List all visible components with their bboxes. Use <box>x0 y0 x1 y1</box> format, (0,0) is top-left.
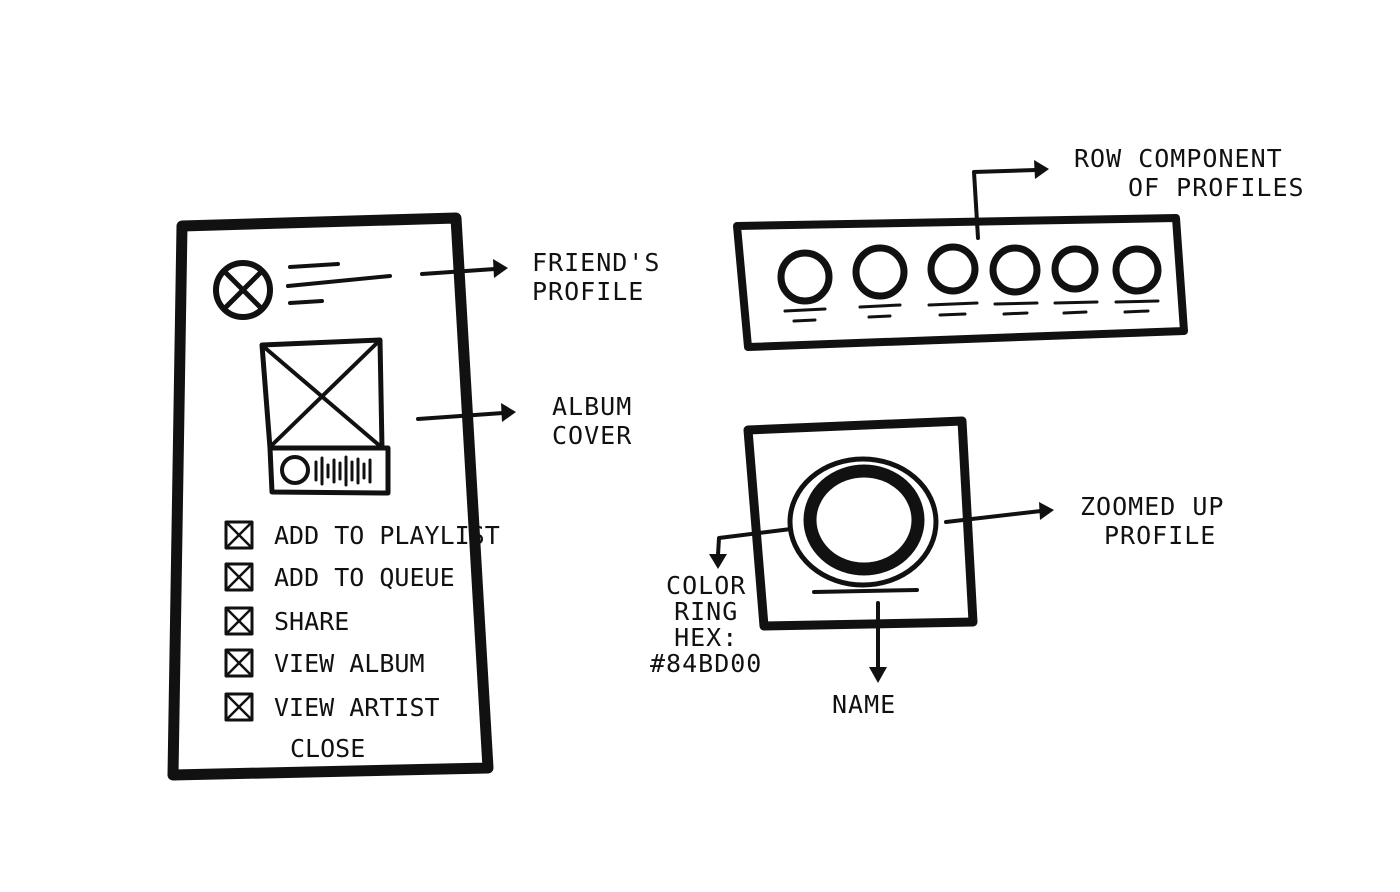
annotation-line: RING <box>674 597 739 626</box>
crossed-box-icon <box>224 692 254 722</box>
annotation-line: ALBUM <box>552 392 633 421</box>
zoomed-profile-frame <box>743 416 978 631</box>
annotation-line: NAME <box>832 690 897 719</box>
color-ring <box>787 456 939 588</box>
arrow-right-icon <box>944 502 1054 524</box>
menu-item-label: SHARE <box>274 606 350 636</box>
zoomed-name-line <box>812 588 919 594</box>
menu-item-add-to-queue[interactable]: ADD TO QUEUE <box>224 562 455 592</box>
annotation-line: FRIEND'S <box>532 248 661 277</box>
avatar-placeholder-icon <box>213 260 273 320</box>
annotation-zoomed-profile: ZOOMED UP PROFILE <box>1080 492 1224 550</box>
menu-item-label: ADD TO QUEUE <box>274 562 455 592</box>
arrow-right-icon <box>416 403 516 422</box>
annotation-friends-profile: FRIEND'S PROFILE <box>532 248 660 306</box>
crossed-box-icon <box>224 606 254 636</box>
crossed-box-icon <box>224 648 254 678</box>
crossed-box-icon <box>224 520 254 550</box>
menu-item-label: VIEW ARTIST <box>274 692 440 722</box>
annotation-name: NAME <box>832 690 896 719</box>
annotation-line: PROFILE <box>532 277 645 306</box>
annotation-line: HEX: <box>674 623 739 652</box>
annotation-line: #84BD00 <box>650 649 763 678</box>
menu-item-add-to-playlist[interactable]: ADD TO PLAYLIST <box>224 520 500 550</box>
annotation-album-cover: ALBUM COVER <box>552 392 632 450</box>
image-placeholder-icon <box>259 337 385 451</box>
menu-item-share[interactable]: SHARE <box>224 606 349 636</box>
arrow-down-icon <box>869 601 887 683</box>
menu-item-view-album[interactable]: VIEW ALBUM <box>224 648 425 678</box>
annotation-row-component: ROW COMPONENT OF PROFILES <box>1074 144 1305 202</box>
annotation-line: COLOR <box>666 571 747 600</box>
arrow-right-icon <box>972 160 1049 240</box>
arrow-down-icon <box>709 527 793 569</box>
annotation-line: ROW COMPONENT <box>1074 144 1283 173</box>
crossed-box-icon <box>224 562 254 592</box>
menu-item-label: VIEW ALBUM <box>274 648 425 678</box>
spotify-code-strip <box>267 445 391 496</box>
menu-item-view-artist[interactable]: VIEW ARTIST <box>224 692 440 722</box>
annotation-color-ring: COLOR RING HEX: #84BD00 <box>650 573 762 677</box>
row-component-frame <box>733 214 1188 351</box>
arrow-right-icon <box>420 259 508 278</box>
phone-frame <box>167 212 494 781</box>
row-profile-name-lines <box>783 299 1160 323</box>
annotation-line: OF PROFILES <box>1128 173 1305 202</box>
close-button[interactable]: CLOSE <box>290 734 365 763</box>
annotation-line: COVER <box>552 421 633 450</box>
close-label: CLOSE <box>290 734 366 763</box>
friend-profile-text-lines <box>286 262 392 305</box>
annotation-line: PROFILE <box>1104 521 1217 550</box>
menu-item-label: ADD TO PLAYLIST <box>274 520 500 550</box>
row-profile-circles <box>777 243 1162 305</box>
annotation-line: ZOOMED UP <box>1080 492 1225 521</box>
